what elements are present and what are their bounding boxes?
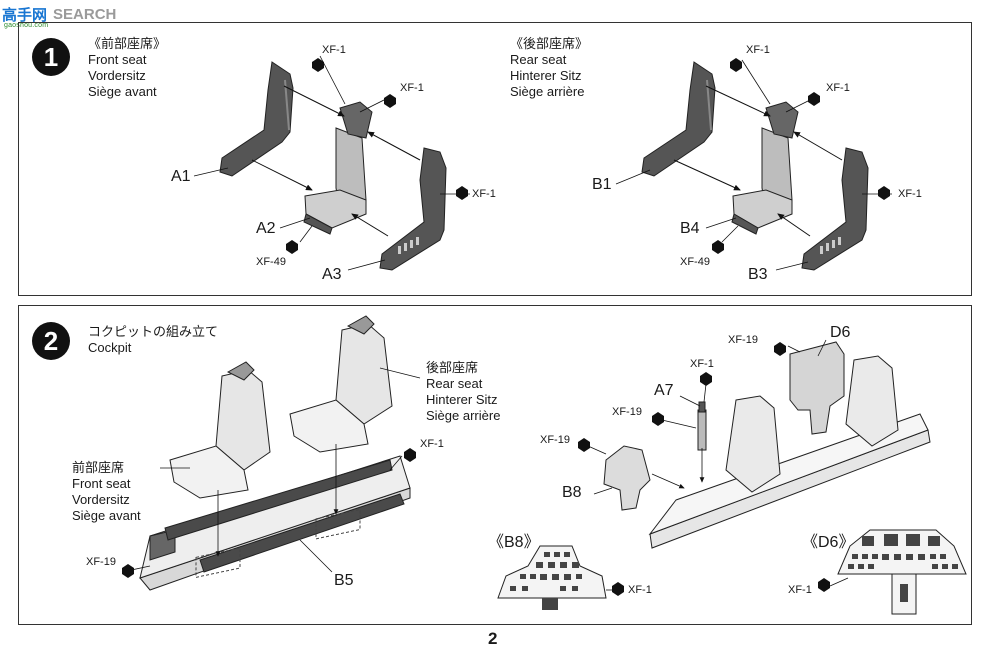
part-b4-label: B4 [680,220,700,237]
part-b3-label: B3 [748,266,768,283]
paint-xf1-label: XF-1 [898,188,922,200]
cockpit-instrument-assembly [578,339,931,549]
step2-panel [18,305,972,625]
front-seat-en: Front seat [88,52,147,67]
paint-xf49-label: XF-49 [256,256,286,268]
front-seat-fr: Siège avant [88,84,157,99]
watermark-tag: SEARCH [53,6,117,23]
paint-xf19-label: XF-19 [86,556,116,568]
rear-seat-en: Rear seat [510,52,567,67]
front-seat-jp: 前部座席 [72,460,125,475]
paint-xf1-label: XF-1 [628,584,652,596]
step1-number: 1 [32,38,70,76]
step2-title: コクピットの組み立て Cockpit [88,324,218,356]
paint-xf19-label: XF-19 [540,434,570,446]
d6-detail [818,529,967,615]
rear-seat-fr: Siège arrière [426,408,501,423]
front-seat-exploded [193,55,470,271]
front-seat-title: 《前部座席》 Front seat Vordersitz Siège avant [88,36,166,100]
paint-xf1-label: XF-1 [788,584,812,596]
paint-xf1-label: XF-1 [826,82,850,94]
paint-xf19-label: XF-19 [612,406,642,418]
part-b1-label: B1 [592,176,612,193]
rear-seat-jp: 後部座席 [426,360,479,375]
rear-seat-title: 《後部座席》 Rear seat Hinterer Sitz Siège arr… [510,36,588,100]
paint-xf1-label: XF-1 [472,188,496,200]
step2-title-en: Cockpit [88,340,132,355]
rear-seat-exploded [615,58,892,271]
watermark: 高手网 gaoshou.com SEARCH [2,4,117,29]
paint-xf19-label: XF-19 [728,334,758,346]
paint-xf49-label: XF-49 [680,256,710,268]
watermark-logo: 高手网 [2,7,48,24]
paint-xf1-label: XF-1 [400,82,424,94]
rear-seat-en: Rear seat [426,376,483,391]
part-a7-label: A7 [654,382,674,399]
rear-seat-de: Hinterer Sitz [510,68,582,83]
step1-panel [18,22,972,296]
paint-xf1-label: XF-1 [322,44,346,56]
part-a3-label: A3 [322,266,342,283]
step2-title-jp: コクピットの組み立て [88,324,219,339]
paint-xf1-label: XF-1 [420,438,444,450]
front-seat-fr: Siège avant [72,508,141,523]
paint-xf1-label: XF-1 [746,44,770,56]
part-b5-label: B5 [334,572,354,589]
part-a1-label: A1 [171,168,191,185]
step2-front-seat-label: 前部座席 Front seat Vordersitz Siège avant [72,460,141,524]
paint-xf1-label: XF-1 [690,358,714,370]
front-seat-jp: 《前部座席》 [88,36,167,51]
part-d6-label: D6 [830,324,851,341]
rear-seat-jp: 《後部座席》 [510,36,589,51]
step2-number: 2 [32,322,70,360]
b8-detail-label: 《B8》 [488,534,540,551]
front-seat-de: Vordersitz [72,492,130,507]
page-number: 2 [488,629,498,648]
step2-rear-seat-label: 後部座席 Rear seat Hinterer Sitz Siège arriè… [426,360,500,424]
rear-seat-de: Hinterer Sitz [426,392,498,407]
watermark-site: gaoshou.com [4,22,49,29]
b8-detail [497,545,624,610]
d6-detail-label: 《D6》 [802,534,855,551]
front-seat-de: Vordersitz [88,68,146,83]
rear-seat-fr: Siège arrière [510,84,585,99]
cockpit-tub-assembly [121,315,421,591]
part-a2-label: A2 [256,220,276,237]
part-b8-label: B8 [562,484,582,501]
front-seat-en: Front seat [72,476,131,491]
